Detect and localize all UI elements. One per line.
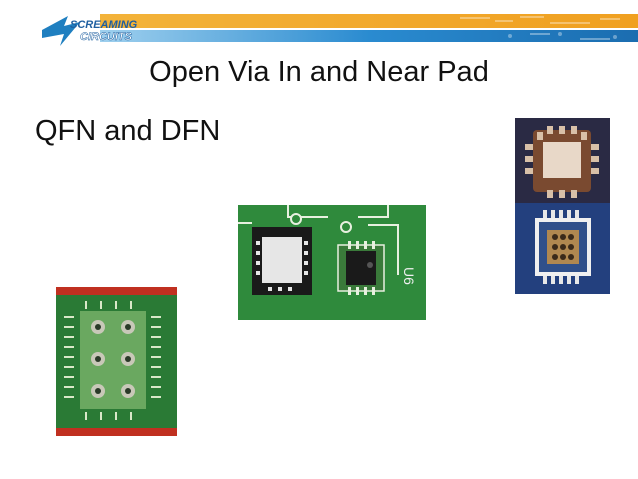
qfn-pcb-pads-photo-right — [515, 118, 610, 294]
screaming-circuits-logo: SCREAMING CIRCUITS — [42, 16, 138, 46]
header-band — [100, 14, 638, 42]
silkscreen-u6-label: U6 — [401, 267, 417, 285]
logo-swoosh-icon — [42, 16, 80, 46]
slide-title: Open Via In and Near Pad — [149, 56, 489, 88]
slide-subtitle: QFN and DFN — [35, 115, 221, 147]
logo-text-line2: CIRCUITS — [80, 31, 133, 43]
logo-text-line1: SCREAMING — [70, 19, 138, 31]
qfn-pad-vias-photo-left — [56, 287, 177, 436]
qfn-dfn-board-photo-center: U6 — [238, 205, 426, 320]
